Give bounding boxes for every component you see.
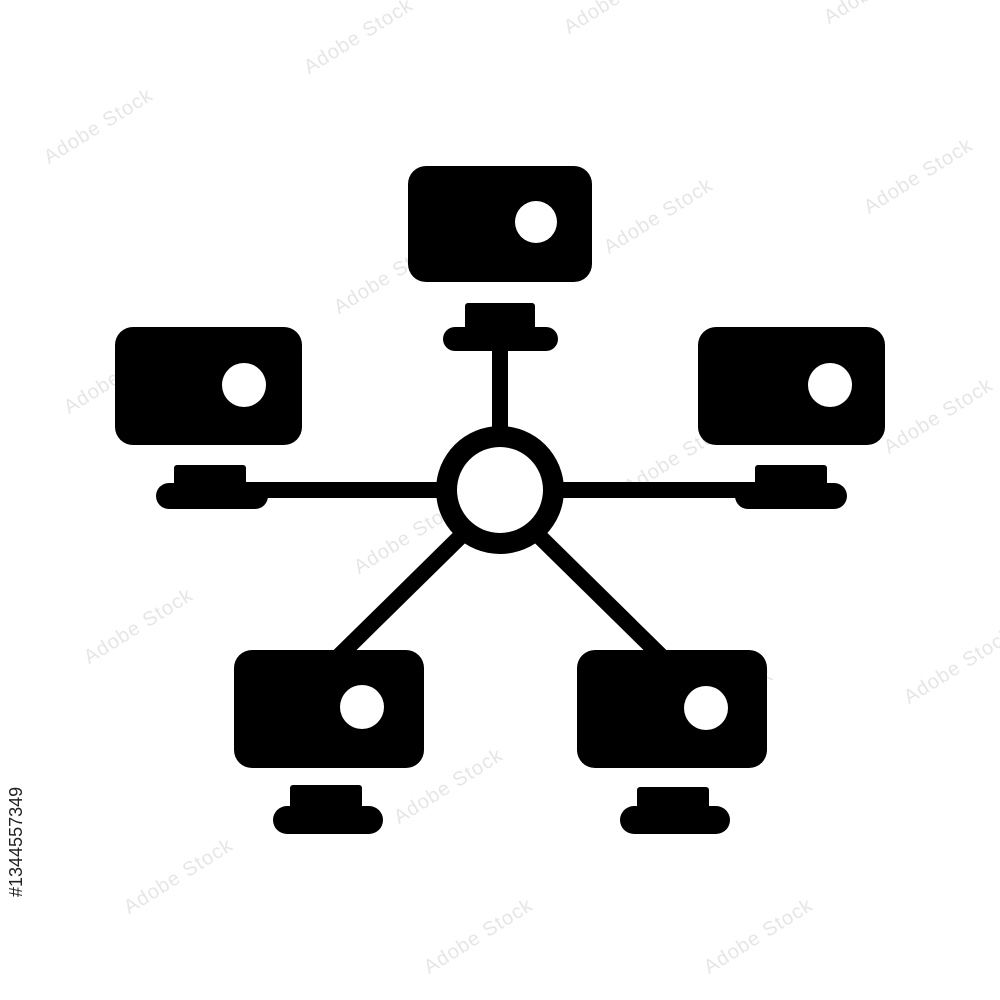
monitor-base [156, 483, 268, 509]
line-to-bottom-right [530, 527, 668, 663]
monitor-left [115, 327, 302, 509]
hub-node [436, 426, 564, 554]
monitor-dot [808, 363, 852, 407]
monitor-stand [465, 303, 535, 331]
monitor-dot [515, 201, 557, 243]
line-to-bottom-left [332, 527, 470, 663]
monitor-top [408, 166, 592, 351]
stock-id-label: #1344557349 [6, 786, 26, 897]
connection-lines [232, 337, 768, 663]
monitor-base [273, 806, 383, 834]
monitor-base [443, 327, 558, 351]
monitor-dot [340, 685, 384, 729]
monitor-right [698, 327, 885, 509]
monitor-base [735, 483, 847, 509]
monitor-bottom-right [577, 650, 767, 834]
monitor-bottom-left [234, 650, 424, 834]
monitor-dot [222, 363, 266, 407]
monitor-base [620, 806, 730, 834]
monitor-dot [684, 686, 728, 730]
